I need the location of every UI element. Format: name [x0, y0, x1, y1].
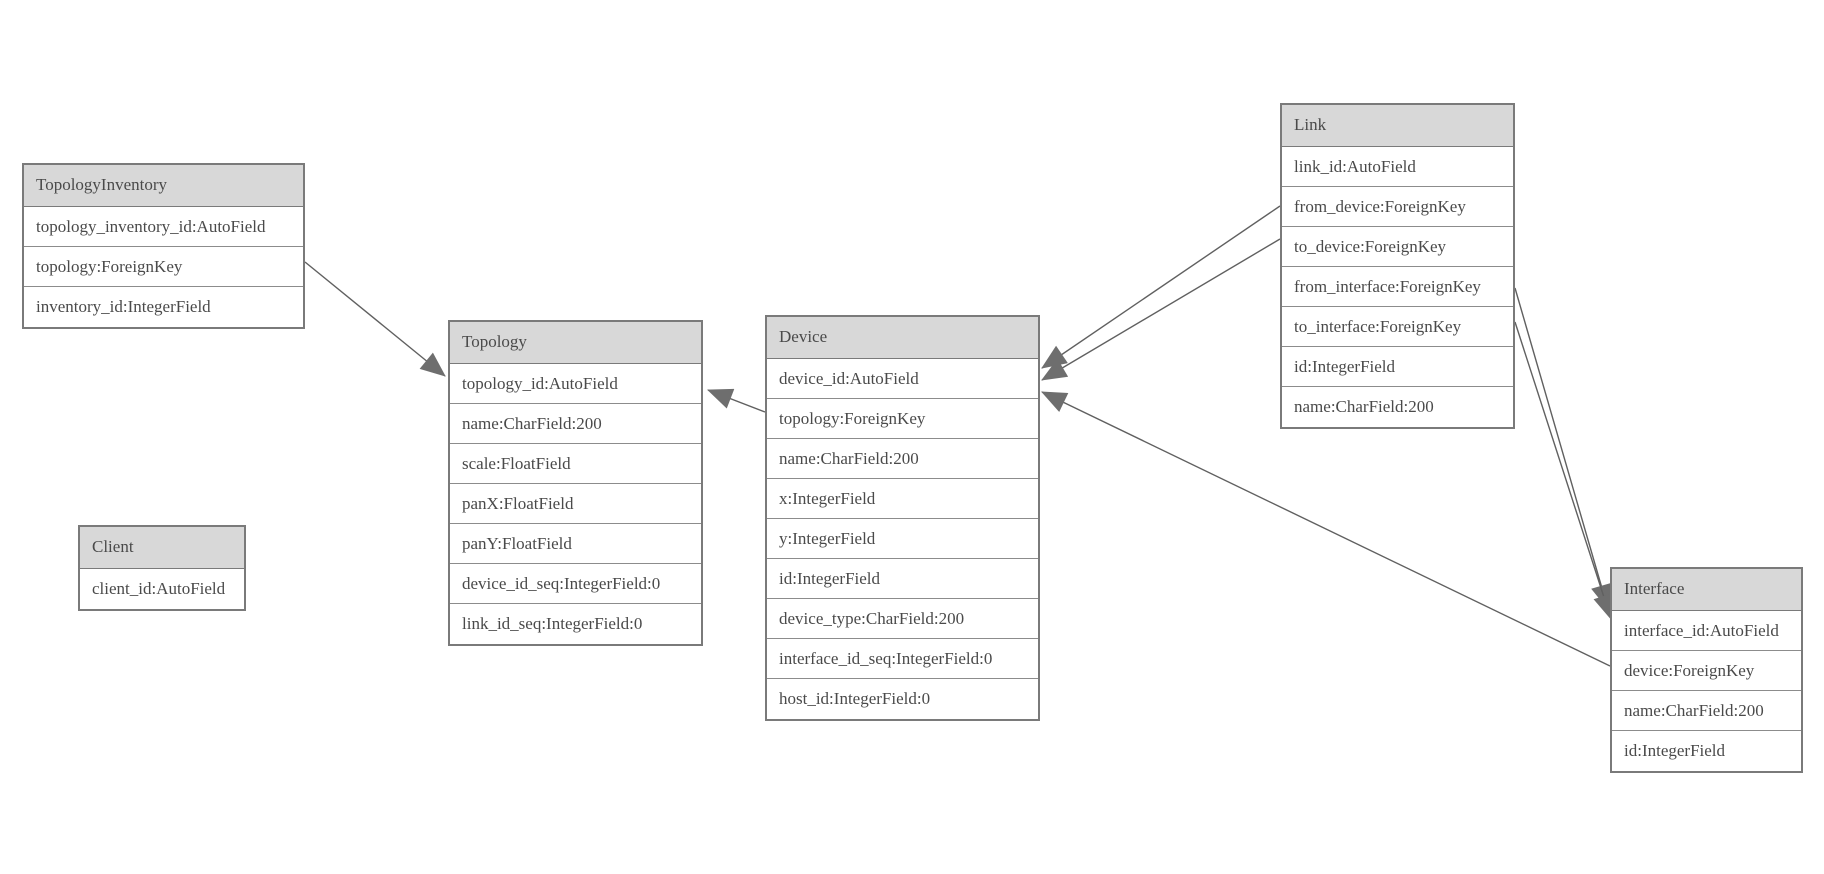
field-row-from_interface: from_interface:ForeignKey	[1282, 267, 1513, 307]
field-row-device_id: device_id:AutoField	[767, 359, 1038, 399]
field-row-panY: panY:FloatField	[450, 524, 701, 564]
entity-topology-title: Topology	[450, 322, 701, 364]
field-row-to_device: to_device:ForeignKey	[1282, 227, 1513, 267]
edge-link-to-device	[1041, 238, 1281, 381]
edge-link-from-device	[1041, 205, 1281, 369]
field-row-to_interface: to_interface:ForeignKey	[1282, 307, 1513, 347]
entity-client-title: Client	[80, 527, 244, 569]
field-row-panX: panX:FloatField	[450, 484, 701, 524]
entity-topologyinventory-table: TopologyInventory topology_inventory_id:…	[22, 163, 305, 329]
field-row-topology_inventory_id: topology_inventory_id:AutoField	[24, 207, 303, 247]
field-row-interface_id: interface_id:AutoField	[1612, 611, 1801, 651]
field-row-client_id: client_id:AutoField	[80, 569, 244, 609]
field-row-y: y:IntegerField	[767, 519, 1038, 559]
entity-client-table: Client client_id:AutoField	[78, 525, 246, 611]
field-row-link_id: link_id:AutoField	[1282, 147, 1513, 187]
field-row-x: x:IntegerField	[767, 479, 1038, 519]
entity-interface-title: Interface	[1612, 569, 1801, 611]
field-row-name: name:CharField:200	[450, 404, 701, 444]
field-row-device_id_seq: device_id_seq:IntegerField:0	[450, 564, 701, 604]
field-row-interface_id_seq: interface_id_seq:IntegerField:0	[767, 639, 1038, 679]
field-row-host_id: host_id:IntegerField:0	[767, 679, 1038, 719]
field-row-device_type: device_type:CharField:200	[767, 599, 1038, 639]
field-row-link_id_seq: link_id_seq:IntegerField:0	[450, 604, 701, 644]
field-row-name: name:CharField:200	[1282, 387, 1513, 427]
entity-device-title: Device	[767, 317, 1038, 359]
field-row-from_device: from_device:ForeignKey	[1282, 187, 1513, 227]
entity-topologyinventory-title: TopologyInventory	[24, 165, 303, 207]
field-row-id: id:IntegerField	[1282, 347, 1513, 387]
field-row-name: name:CharField:200	[767, 439, 1038, 479]
field-row-id: id:IntegerField	[767, 559, 1038, 599]
edge-link-to-interface	[1514, 321, 1614, 620]
field-row-id: id:IntegerField	[1612, 731, 1801, 771]
field-row-name: name:CharField:200	[1612, 691, 1801, 731]
field-row-inventory_id: inventory_id:IntegerField	[24, 287, 303, 327]
entity-link-title: Link	[1282, 105, 1513, 147]
edge-link-from-interface	[1514, 287, 1612, 611]
edge-device-topology	[707, 388, 766, 413]
edge-ti-topology	[304, 261, 446, 377]
field-row-device: device:ForeignKey	[1612, 651, 1801, 691]
field-row-topology: topology:ForeignKey	[24, 247, 303, 287]
field-row-scale: scale:FloatField	[450, 444, 701, 484]
entity-client-fields: client_id:AutoField	[80, 569, 244, 609]
edge-interface-device	[1041, 391, 1611, 667]
field-row-topology_id: topology_id:AutoField	[450, 364, 701, 404]
field-row-topology: topology:ForeignKey	[767, 399, 1038, 439]
